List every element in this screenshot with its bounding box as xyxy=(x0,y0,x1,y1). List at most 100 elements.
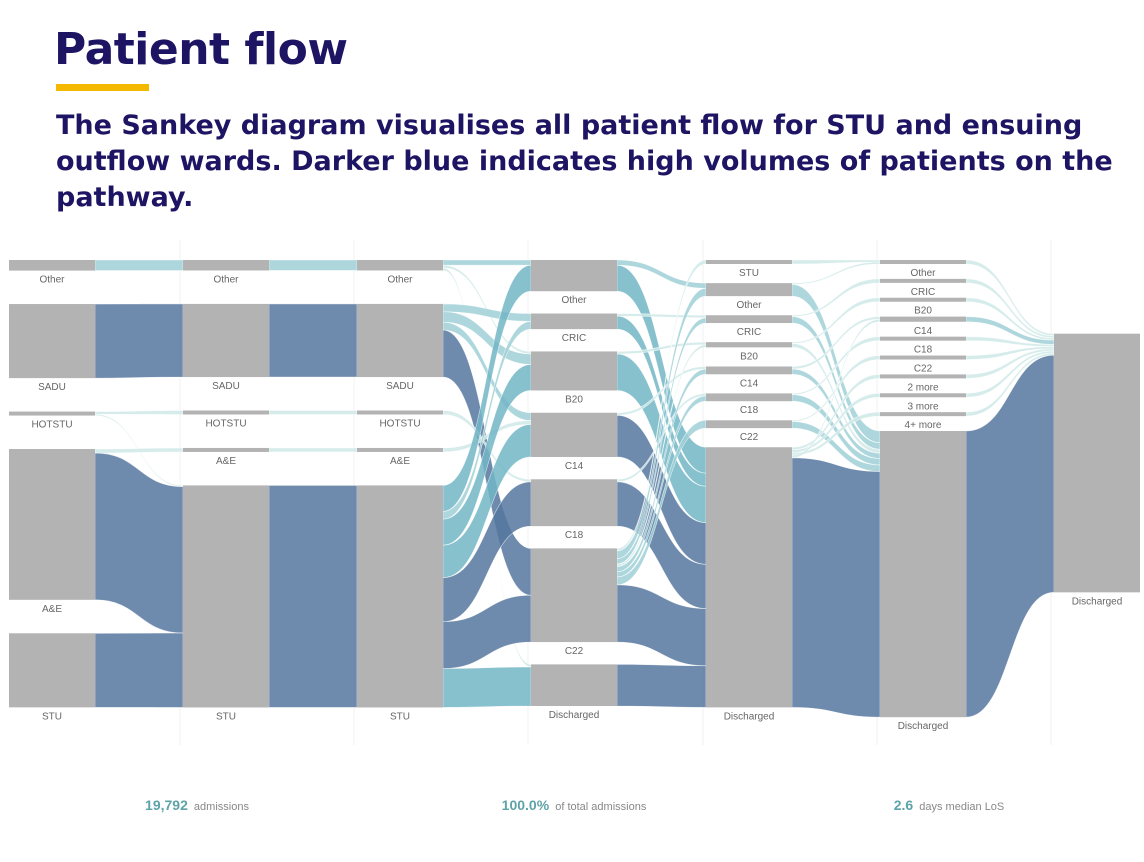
node-label-b20: B20 xyxy=(914,306,932,317)
node-discharged xyxy=(531,664,617,706)
page-subtitle: The Sankey diagram visualises all patien… xyxy=(56,110,1113,213)
flow-links xyxy=(94,259,1055,718)
stat-median-los-label: days median LoS xyxy=(919,801,1005,813)
stat-total-admissions-label: of total admissions xyxy=(555,801,647,813)
node-stu xyxy=(357,485,443,708)
node-other xyxy=(880,260,966,264)
node-c18 xyxy=(880,336,966,341)
node-label-c14: C14 xyxy=(565,461,584,472)
flow-link xyxy=(94,303,184,379)
node-label-b20: B20 xyxy=(740,351,758,362)
stat-median-los: 2.6 days median LoS xyxy=(894,797,1005,813)
node-stu xyxy=(706,260,792,264)
node-label-hotstu: HOTSTU xyxy=(31,420,72,431)
flow-link xyxy=(94,410,184,415)
node-label-cric: CRIC xyxy=(737,327,761,338)
stat-admissions: 19,792 admissions xyxy=(145,797,249,813)
flow-link xyxy=(616,313,707,319)
flow-link xyxy=(268,485,358,708)
title-underline xyxy=(56,84,149,91)
node-cric xyxy=(706,315,792,324)
node-label-a-e: A&E xyxy=(390,456,410,467)
stats-footer: 19,792 admissions 100.0% of total admiss… xyxy=(0,797,1144,817)
node-c14 xyxy=(531,412,617,457)
node-label-stu: STU xyxy=(42,711,62,722)
node-label-c18: C18 xyxy=(740,405,759,416)
node-label-discharged: Discharged xyxy=(549,710,600,721)
node-label-discharged: Discharged xyxy=(724,711,775,722)
node-label-stu: STU xyxy=(739,268,759,279)
node-discharged xyxy=(880,431,966,718)
flow-link xyxy=(268,410,358,415)
node-c18 xyxy=(531,479,617,527)
node-label-other: Other xyxy=(561,295,587,306)
node-label-hotstu: HOTSTU xyxy=(205,419,246,430)
node-cric xyxy=(531,313,617,330)
node-label-discharged: Discharged xyxy=(898,721,949,732)
node-c14 xyxy=(880,316,966,322)
node-other xyxy=(531,260,617,292)
stat-total-admissions: 100.0% of total admissions xyxy=(502,797,647,813)
node-c22 xyxy=(880,355,966,360)
flow-link xyxy=(268,259,358,271)
node-hotstu xyxy=(183,410,269,415)
node-label-other: Other xyxy=(736,300,762,311)
node-label-stu: STU xyxy=(216,711,236,722)
node-label-other: Other xyxy=(910,268,936,279)
flow-link xyxy=(268,447,358,453)
flow-link xyxy=(442,321,532,520)
node-other xyxy=(357,260,443,271)
node-c18 xyxy=(706,393,792,402)
flow-link xyxy=(442,259,532,266)
node-label-hotstu: HOTSTU xyxy=(379,419,420,430)
node-label-c18: C18 xyxy=(914,345,933,356)
stat-median-los-value: 2.6 xyxy=(893,797,914,813)
flow-link xyxy=(94,447,184,454)
node-label-other: Other xyxy=(213,274,239,285)
node-stu xyxy=(9,633,95,708)
node-b20 xyxy=(880,297,966,302)
node-other xyxy=(9,260,95,271)
node-label-sadu: SADU xyxy=(386,381,414,392)
flow-link xyxy=(791,457,881,718)
node-label-other: Other xyxy=(387,274,413,285)
node-label-sadu: SADU xyxy=(212,381,240,392)
node-stu xyxy=(183,485,269,708)
node-label-a-e: A&E xyxy=(216,456,236,467)
node-label-3-more: 3 more xyxy=(907,401,939,412)
node-a-e xyxy=(357,447,443,452)
node-other xyxy=(183,260,269,271)
node-2-more xyxy=(880,374,966,379)
node-label-4-more: 4+ more xyxy=(905,420,942,431)
flow-link xyxy=(965,354,1055,718)
flow-link xyxy=(616,344,707,567)
flow-link xyxy=(616,368,707,573)
flow-link xyxy=(616,664,707,708)
flow-link xyxy=(442,666,532,708)
node-label-c14: C14 xyxy=(740,378,759,389)
stat-admissions-value: 19,792 xyxy=(145,797,188,813)
node-sadu xyxy=(183,303,269,378)
flow-link xyxy=(791,411,881,456)
node-label-cric: CRIC xyxy=(911,287,935,298)
node-label-c22: C22 xyxy=(740,432,759,443)
node-3-more xyxy=(880,393,966,398)
stat-total-admissions-value: 100.0% xyxy=(501,797,550,813)
node-b20 xyxy=(531,351,617,391)
flow-link xyxy=(791,278,881,317)
node-c22 xyxy=(531,548,617,643)
node-b20 xyxy=(706,342,792,348)
node-label-cric: CRIC xyxy=(562,333,586,344)
node-label-c22: C22 xyxy=(914,364,933,375)
node-hotstu xyxy=(357,410,443,415)
node-label-a-e: A&E xyxy=(42,604,62,615)
node-a-e xyxy=(9,449,95,600)
node-discharged xyxy=(1054,333,1140,593)
stat-admissions-label: admissions xyxy=(193,801,249,813)
node-label-2-more: 2 more xyxy=(907,382,939,393)
node-other xyxy=(706,283,792,297)
node-label-other: Other xyxy=(39,275,65,286)
node-sadu xyxy=(357,303,443,378)
